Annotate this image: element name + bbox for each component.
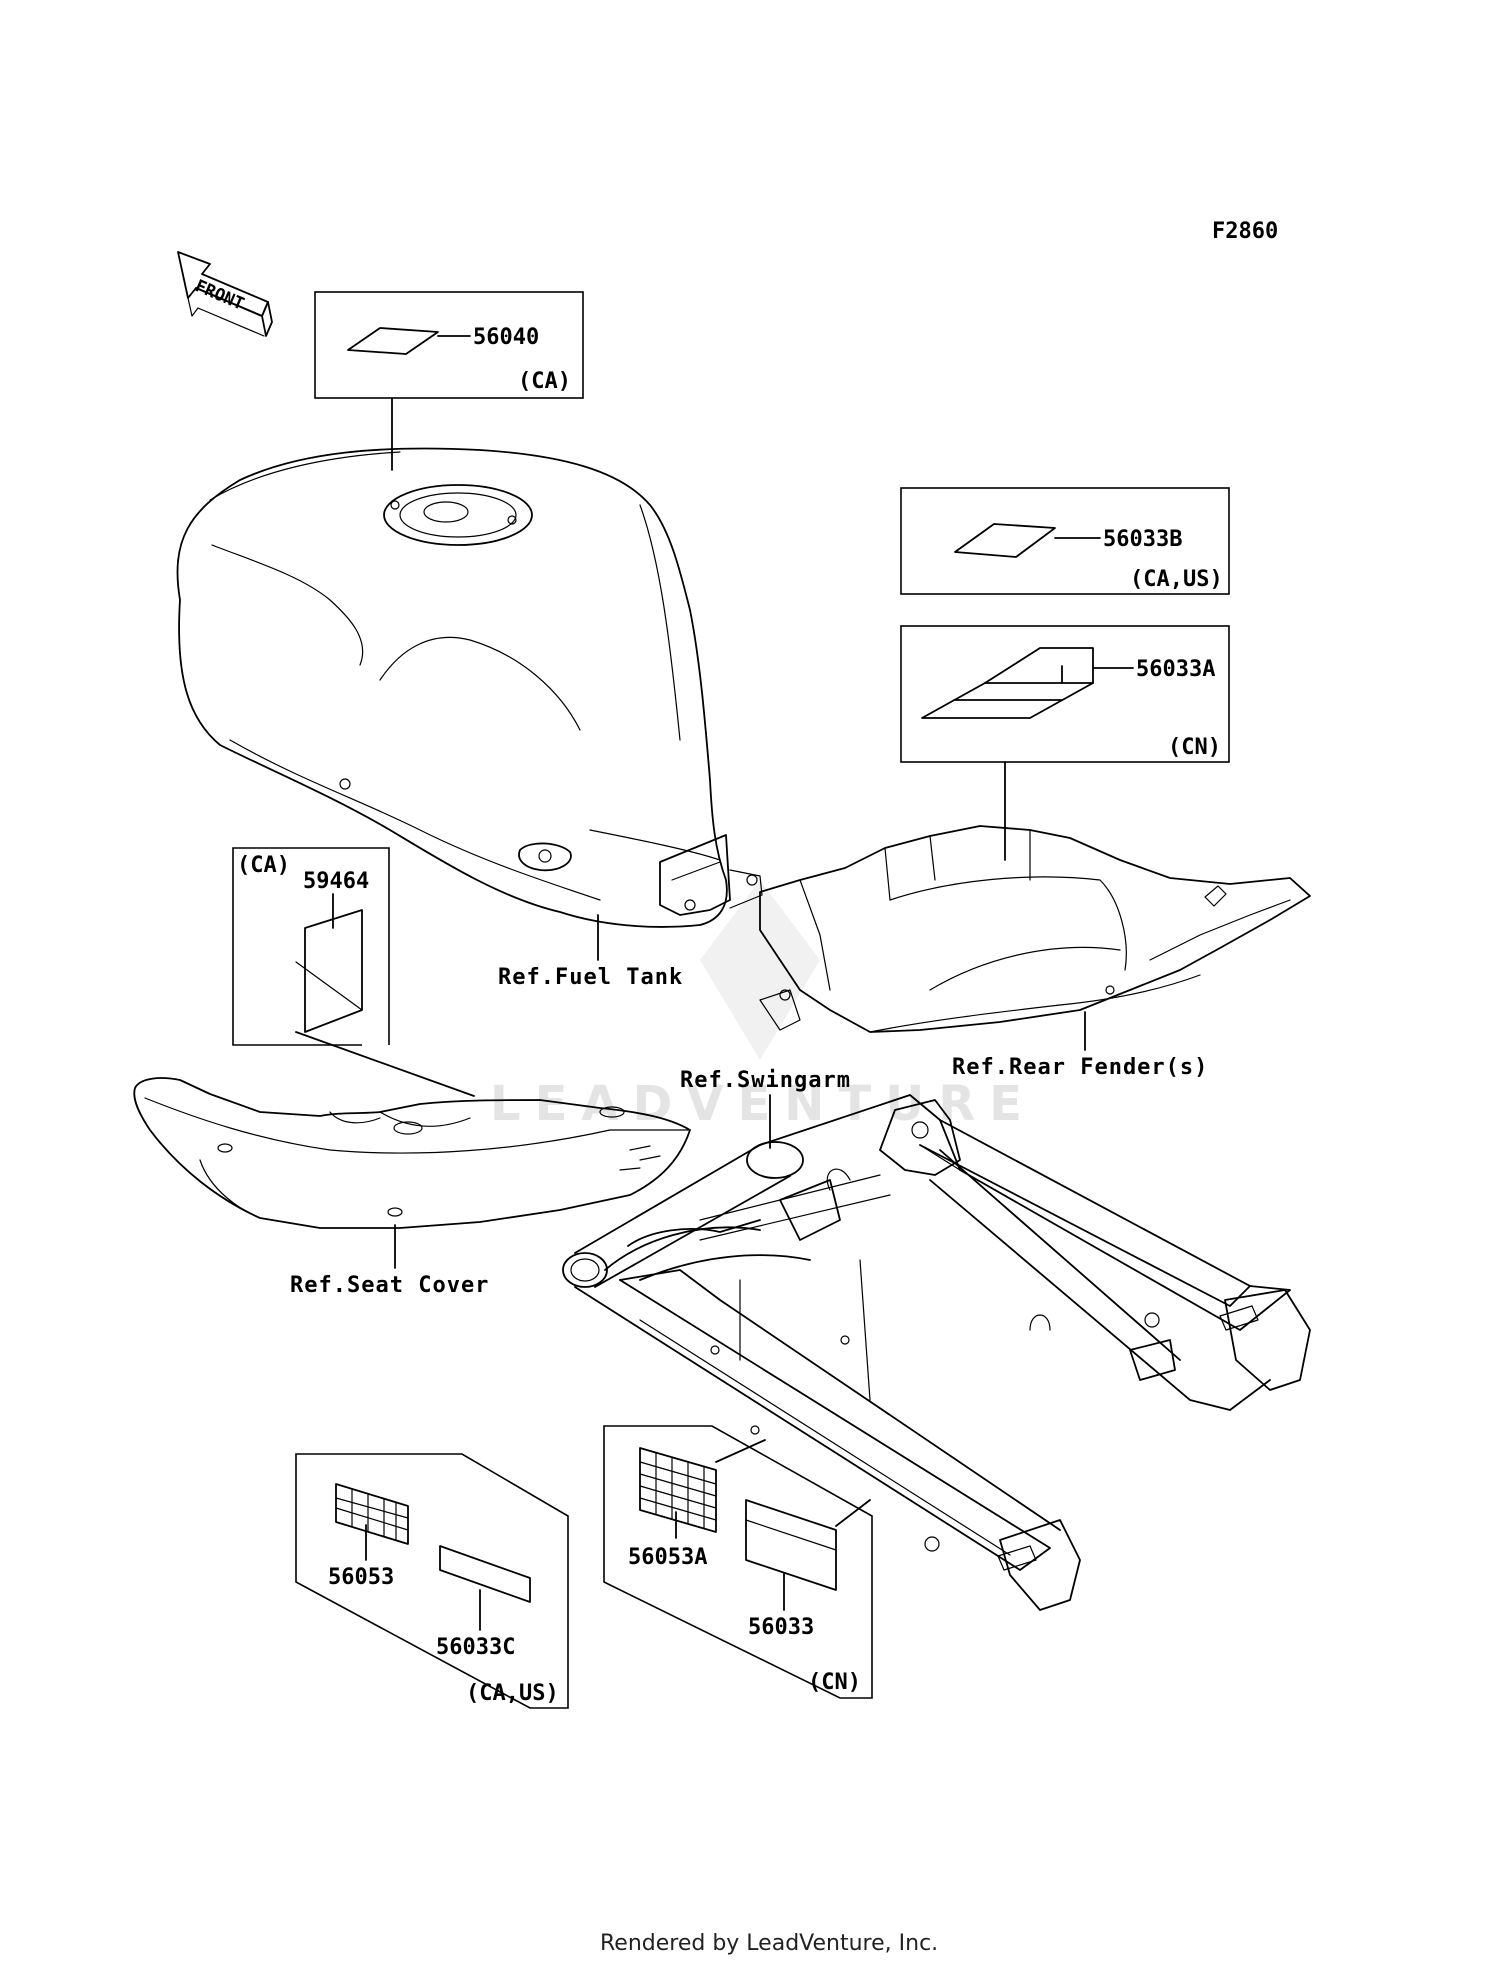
ref-rear-fender: Ref.Rear Fender(s) xyxy=(952,1055,1208,1080)
part-number-56053A: 56053A xyxy=(628,1545,707,1570)
label-box-56040: 56040 (CA) xyxy=(314,291,584,471)
region-group-left: (CA,US) xyxy=(466,1681,559,1706)
decal-56053A-icon xyxy=(639,1447,717,1533)
part-number-56033B: 56033B xyxy=(1103,527,1182,552)
seat-cover: Ref.Seat Cover xyxy=(133,1077,691,1298)
region-56033A: (CN) xyxy=(1168,735,1221,760)
decal-56040-icon xyxy=(347,327,439,355)
decal-56033-icon xyxy=(745,1499,837,1591)
ref-fuel-tank: Ref.Fuel Tank xyxy=(498,965,683,990)
part-number-59464: 59464 xyxy=(303,869,369,894)
region-group-right: (CN) xyxy=(808,1670,861,1695)
label-group-left: 56053 56033C (CA,US) xyxy=(295,1453,569,1709)
part-number-56033C: 56033C xyxy=(436,1635,515,1660)
label-group-right: 56053A 56033 (CN) xyxy=(603,1425,873,1699)
label-box-59464: (CA) 59464 xyxy=(232,847,475,1097)
watermark: LEADVENTURE xyxy=(490,880,1036,1132)
label-box-56033B: 56033B (CA,US) xyxy=(900,487,1230,595)
diagram-code: F2860 xyxy=(1212,219,1278,244)
label-box-56033A: 56033A (CN) xyxy=(900,625,1230,861)
region-59464: (CA) xyxy=(237,853,290,878)
fuel-tank: Ref.Fuel Tank xyxy=(176,447,763,990)
watermark-text: LEADVENTURE xyxy=(490,1076,1036,1132)
part-number-56033: 56033 xyxy=(748,1615,814,1640)
decal-56033C-icon xyxy=(439,1545,531,1603)
decal-56033B-icon xyxy=(954,523,1056,558)
ref-seat-cover: Ref.Seat Cover xyxy=(290,1273,489,1298)
part-number-56053: 56053 xyxy=(328,1565,394,1590)
part-number-56040: 56040 xyxy=(473,325,539,350)
rear-fender: Ref.Rear Fender(s) xyxy=(759,825,1311,1080)
region-56033B: (CA,US) xyxy=(1130,567,1223,592)
region-56040: (CA) xyxy=(518,369,571,394)
decal-56053-icon xyxy=(335,1483,409,1545)
footer-credit: Rendered by LeadVenture, Inc. xyxy=(600,1931,938,1956)
swingarm: Ref.Swingarm xyxy=(562,1068,1311,1611)
ref-swingarm: Ref.Swingarm xyxy=(680,1068,851,1093)
part-number-56033A: 56033A xyxy=(1136,657,1215,682)
front-arrow-icon: FRONT xyxy=(177,251,273,337)
